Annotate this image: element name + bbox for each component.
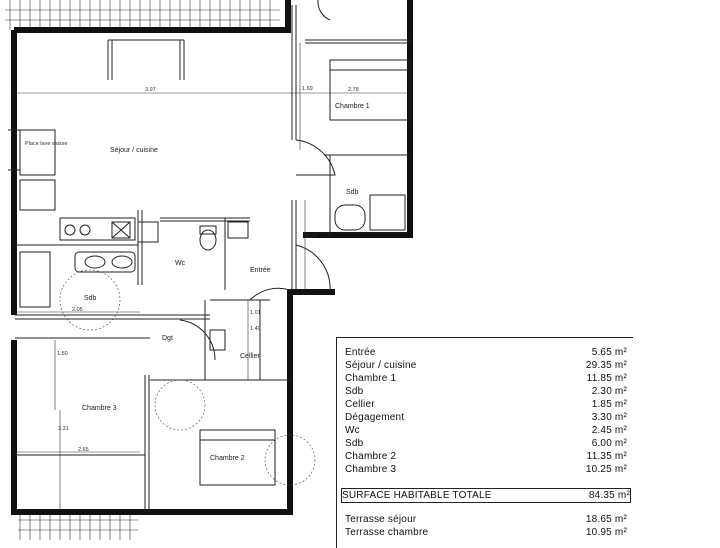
room-label-entree: Entrée	[250, 267, 271, 274]
dimension-label: 1.01	[250, 310, 261, 316]
area-row-name: Entrée	[345, 347, 376, 358]
fixtures	[19, 59, 411, 486]
room-label-wc: Wc	[175, 260, 186, 267]
area-row-value: 3.30 m²	[591, 412, 627, 423]
total-area-value: 84.35 m²	[588, 490, 630, 501]
area-row-name: Cellier	[345, 399, 375, 410]
area-row-value: 5.65 m²	[591, 347, 627, 358]
dimension-label: 3.31	[58, 426, 69, 432]
area-row: Cellier 1.85 m²	[345, 398, 627, 411]
terrace-row: Terrasse chambre 10.95 m²	[345, 526, 627, 539]
room-label-sdb2: Sdb	[84, 295, 97, 302]
dimension-lines	[15, 43, 410, 510]
area-row: Chambre 2 11.35 m²	[345, 450, 627, 463]
room-label-sdb1: Sdb	[346, 189, 359, 196]
terrace-row-value: 10.95 m²	[585, 527, 627, 538]
door-swings	[179, 0, 336, 361]
area-row-name: Sdb	[345, 438, 364, 449]
area-row-value: 2.30 m²	[591, 386, 627, 397]
area-row-name: Chambre 1	[345, 373, 397, 384]
area-row-name: Chambre 3	[345, 464, 397, 475]
dimension-label: 3.97	[145, 87, 156, 93]
total-area-row: SURFACE HABITABLE TOTALE 84.35 m²	[341, 488, 631, 503]
terrace-top-hatching	[5, 0, 280, 30]
room-label-cellier: Cellier	[240, 353, 261, 360]
area-table: Entrée 5.65 m² Séjour / cuisine 29.35 m²…	[336, 337, 633, 548]
area-row: Dégagement 3.30 m²	[345, 411, 627, 424]
room-label-placard: Place lave vaisse	[25, 141, 68, 147]
total-area-label: SURFACE HABITABLE TOTALE	[342, 490, 492, 501]
dimension-label: 2.78	[348, 87, 359, 93]
dimension-label: 1.40	[250, 326, 261, 332]
terrace-row: Terrasse séjour 18.65 m²	[345, 513, 627, 526]
area-row-value: 11.85 m²	[586, 373, 627, 384]
area-row: Entrée 5.65 m²	[345, 346, 627, 359]
area-row-name: Dégagement	[345, 412, 405, 423]
area-row: Sdb 6.00 m²	[345, 437, 627, 450]
terrace-row-value: 18.65 m²	[585, 514, 627, 525]
windows	[8, 39, 185, 171]
area-row: Wc 2.45 m²	[345, 424, 627, 437]
room-label-dgt: Dgt	[162, 335, 173, 342]
area-row-name: Sdb	[345, 386, 364, 397]
area-row-name: Chambre 2	[345, 451, 397, 462]
room-label-chambre2: Chambre 2	[210, 455, 245, 462]
room-label-chambre3: Chambre 3	[82, 405, 117, 412]
area-row-value: 6.00 m²	[591, 438, 627, 449]
dimension-label: 2.71	[306, 234, 317, 240]
area-row-value: 11.35 m²	[586, 451, 627, 462]
area-row: Chambre 3 10.25 m²	[345, 463, 627, 476]
area-row: Sdb 2.30 m²	[345, 385, 627, 398]
area-row-value: 1.85 m²	[591, 399, 627, 410]
room-label-sejour: Séjour / cuisine	[110, 147, 158, 154]
dimension-label: 2.05	[72, 307, 83, 313]
area-row-name: Séjour / cuisine	[345, 360, 417, 371]
area-row-value: 2.45 m²	[591, 425, 627, 436]
dimension-label: 2.65	[78, 447, 89, 453]
room-label-chambre1: Chambre 1	[335, 103, 370, 110]
exterior-walls	[11, 0, 413, 515]
area-row-value: 29.35 m²	[585, 360, 627, 371]
area-row-value: 10.25 m²	[585, 464, 627, 475]
interior-walls	[15, 5, 410, 512]
area-row-name: Wc	[345, 425, 360, 436]
area-row: Séjour / cuisine 29.35 m²	[345, 359, 627, 372]
terrace-bottom-hatching	[18, 512, 138, 540]
area-row: Chambre 1 11.85 m²	[345, 372, 627, 385]
dimension-label: 1.50	[57, 351, 68, 357]
dimension-label: 1.69	[302, 86, 313, 92]
terrace-row-name: Terrasse chambre	[345, 527, 429, 538]
terrace-row-name: Terrasse séjour	[345, 514, 417, 525]
